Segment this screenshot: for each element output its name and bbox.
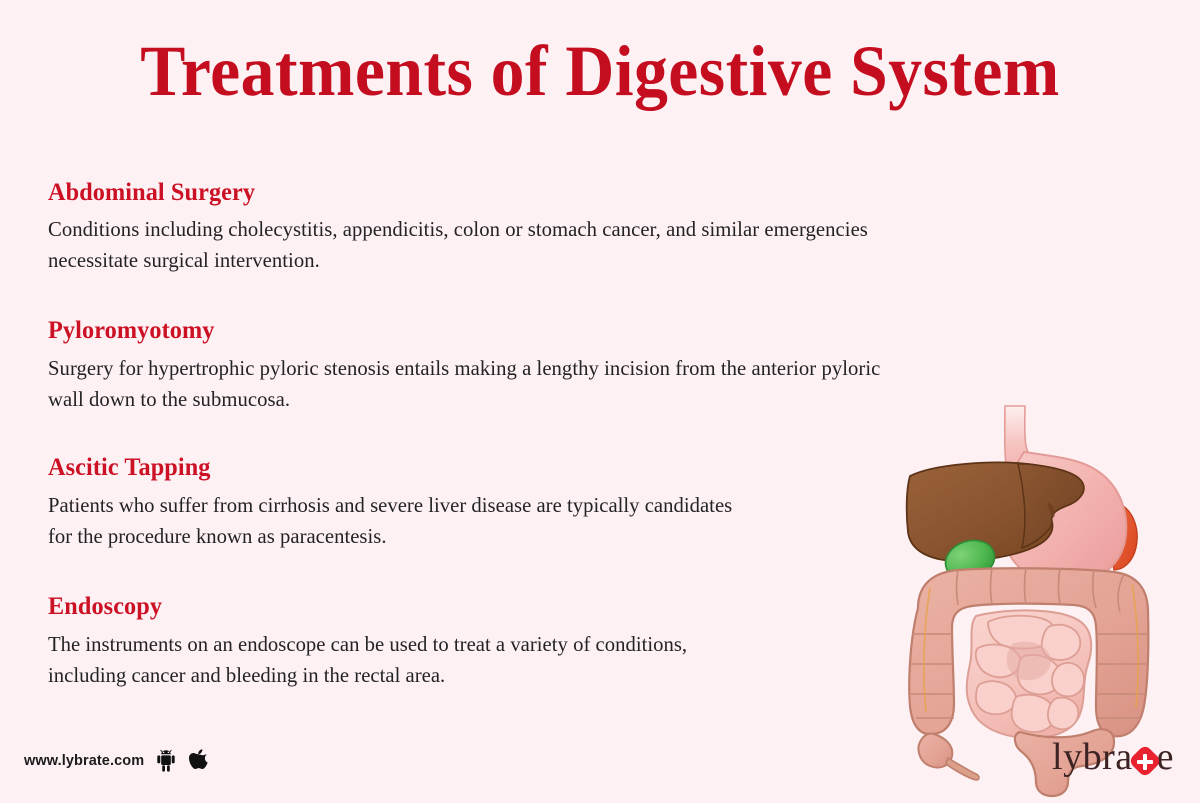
brand-text-before: lybra [1052,736,1133,778]
page-title: Treatments of Digestive System [140,31,1060,111]
treatment-section: Endoscopy The instruments on an endoscop… [48,592,1008,691]
stomach-shape [1005,450,1128,586]
body-line: necessitate surgical intervention. [48,248,320,272]
red-diamond-plus-icon [1127,744,1162,778]
treatment-section: Abdominal Surgery Conditions including c… [48,178,1008,276]
treatments-list: Abdominal Surgery Conditions including c… [48,178,1008,691]
website-url[interactable]: www.lybrate.com [24,753,145,769]
body-line: Patients who suffer from cirrhosis and s… [48,493,733,517]
section-body-ascitic-tapping: Patients who suffer from cirrhosis and s… [48,490,994,552]
section-heading-pyloromyotomy: Pyloromyotomy [48,317,215,344]
body-line: Conditions including cholecystitis, appe… [48,217,868,241]
body-line: for the procedure known as paracentesis. [48,524,387,548]
section-body-endoscopy: The instruments on an endoscope can be u… [48,629,994,691]
brand-text-after: e [1156,736,1174,778]
body-line: The instruments on an endoscope can be u… [48,632,688,656]
spleen-shape [1110,502,1138,571]
treatment-section: Ascitic Tapping Patients who suffer from… [48,453,1008,552]
section-body-pyloromyotomy: Surgery for hypertrophic pyloric stenosi… [48,353,994,415]
section-body-abdominal-surgery: Conditions including cholecystitis, appe… [48,214,994,276]
section-heading-ascitic-tapping: Ascitic Tapping [48,454,211,481]
section-heading-endoscopy: Endoscopy [48,593,163,620]
apple-icon[interactable] [188,749,208,773]
android-icon[interactable] [155,749,177,773]
body-line: wall down to the submucosa. [48,387,291,411]
body-line: including cancer and bleeding in the rec… [48,663,446,687]
body-line: Surgery for hypertrophic pyloric stenosi… [48,356,881,380]
appendix-shape [917,732,980,781]
esophagus-shape [1003,405,1054,489]
section-heading-abdominal-surgery: Abdominal Surgery [48,179,256,206]
treatment-section: Pyloromyotomy Surgery for hypertrophic p… [48,316,1008,415]
footer: www.lybrate.com [24,749,208,773]
